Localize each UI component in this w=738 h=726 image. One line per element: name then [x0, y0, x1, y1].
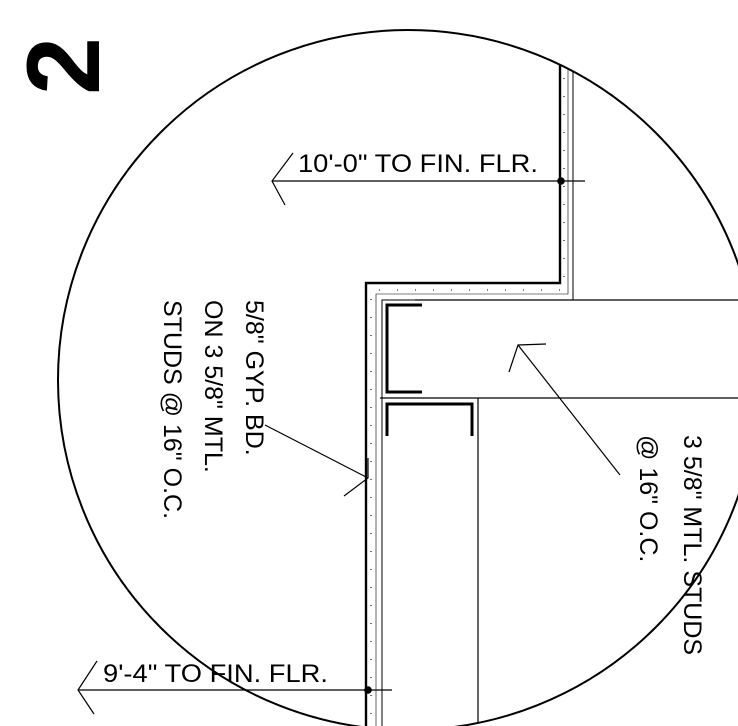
wall-note-line-2: ON 3 5/8" MTL. [199, 300, 227, 473]
framing-note: 3 5/8" MTL. STUDS @ 16" O.C. [634, 435, 706, 655]
lower-elevation-label: 9'-4" TO FIN. FLR. [103, 660, 328, 688]
wall-note-leader [264, 424, 369, 497]
gyp-board-mid-line [375, 60, 569, 726]
framing-note-line-2: @ 16" O.C. [634, 435, 662, 562]
framing-note-line-1: 3 5/8" MTL. STUDS [678, 435, 706, 655]
wall-assembly [364, 60, 738, 726]
upper-elevation-marker [271, 152, 585, 206]
detail-number: 2 [6, 37, 122, 95]
lower-elevation-marker [77, 660, 392, 715]
framing-note-leader [508, 343, 621, 476]
metal-stud-channel [385, 303, 422, 394]
gyp-board-outer-line [364, 60, 562, 726]
gyp-board-hatch [370, 60, 565, 726]
detail-boundary-circle [57, 29, 738, 726]
wall-note: 5/8" GYP. BD. ON 3 5/8" MTL. STUDS @ 16"… [158, 300, 268, 519]
wall-note-line-1: 5/8" GYP. BD. [240, 300, 268, 456]
gyp-board-inner-line [381, 60, 574, 726]
wall-note-line-3: STUDS @ 16" O.C. [158, 300, 186, 519]
metal-top-track [385, 402, 474, 436]
upper-elevation-label: 10'-0" TO FIN. FLR. [298, 150, 538, 178]
